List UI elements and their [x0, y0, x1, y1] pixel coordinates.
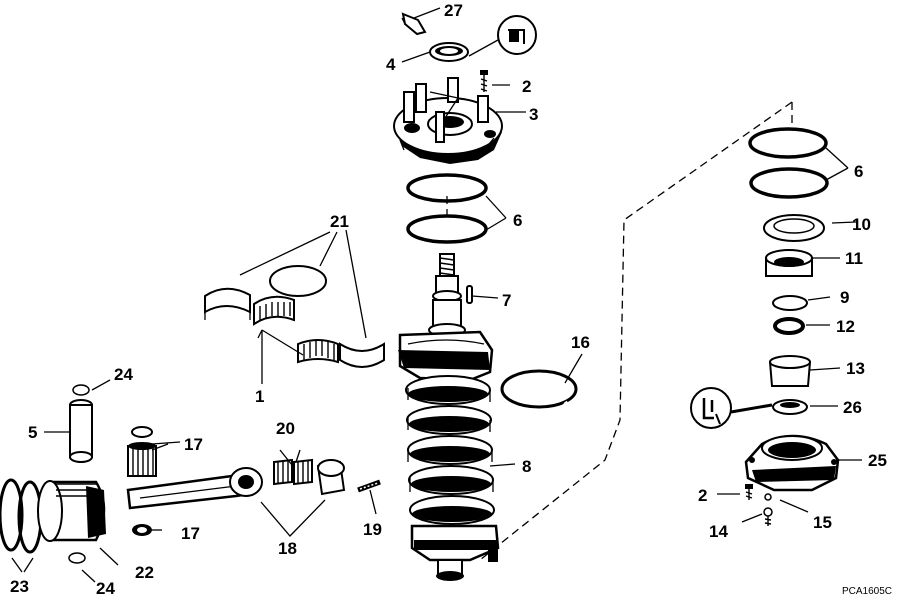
screw-part-2-bottom	[745, 484, 753, 500]
label-17-top: 17	[184, 435, 203, 454]
screw-part-2-top	[480, 70, 488, 92]
connecting-rod-part-18	[126, 459, 346, 510]
label-7: 7	[502, 291, 511, 310]
label-6-centre: 6	[513, 211, 522, 230]
o-ring-part-6-centre	[406, 173, 488, 244]
rod-screw-part-19	[357, 479, 381, 493]
rod-bearing-part-20	[273, 458, 313, 486]
needle-bearing-part-1	[253, 295, 339, 364]
upper-bearing-housing-part-3	[393, 77, 503, 164]
label-9: 9	[840, 288, 849, 307]
label-19: 19	[363, 520, 382, 539]
o-ring-part-12	[773, 317, 805, 335]
label-6-right: 6	[854, 162, 863, 181]
key-part-7	[466, 285, 473, 304]
screw-part-14	[763, 507, 773, 526]
crankshaft-part-8	[398, 253, 500, 581]
washer-part-15	[764, 493, 772, 501]
label-12: 12	[836, 317, 855, 336]
label-2-bottom: 2	[698, 486, 707, 505]
seal-retainer-part-10	[763, 214, 825, 242]
label-24-top: 24	[114, 365, 133, 384]
piston-rings-part-23	[0, 478, 43, 554]
label-22: 22	[135, 563, 154, 582]
label-15: 15	[813, 513, 832, 532]
label-24-bottom: 24	[96, 579, 115, 598]
retaining-ring-part-16	[500, 369, 578, 410]
bearing-liner-part-21	[204, 265, 385, 368]
label-13: 13	[846, 359, 865, 378]
callout-labels: 27 4 2 3 6 7 8 16 21 1 24 5 17 20 17 18 …	[10, 1, 892, 598]
seal-part-4	[429, 42, 469, 62]
leader-lines	[11, 7, 862, 583]
retaining-ring-part-9	[772, 295, 808, 311]
label-18: 18	[278, 539, 297, 558]
piston-part-22	[37, 480, 106, 542]
label-14: 14	[709, 522, 728, 541]
label-23: 23	[10, 577, 29, 596]
figure-code: PCA1605C	[842, 586, 892, 597]
lower-bearing-housing-part-25	[744, 434, 840, 492]
piston-pin-retainer-part-24-bottom	[68, 552, 86, 564]
assembly-guide-lines	[446, 101, 793, 561]
needle-bearing-part-17	[127, 426, 157, 536]
label-11: 11	[845, 249, 863, 268]
sleeve-part-13	[768, 355, 812, 387]
label-3: 3	[529, 105, 538, 124]
piston-pin-retainer-part-24-top	[72, 384, 90, 396]
label-5: 5	[28, 423, 37, 442]
label-20: 20	[276, 419, 295, 438]
sealer-detail-icon	[468, 15, 537, 57]
label-16: 16	[571, 333, 590, 352]
label-4: 4	[386, 55, 396, 74]
label-26: 26	[843, 398, 862, 417]
o-ring-part-6-right	[748, 127, 829, 199]
label-27: 27	[444, 1, 463, 20]
label-8: 8	[522, 457, 531, 476]
lubricant-detail-icon	[690, 387, 773, 429]
label-2-top: 2	[522, 77, 531, 96]
label-25: 25	[868, 451, 887, 470]
clip-part-27	[401, 12, 427, 36]
piston-pin-part-5	[69, 399, 93, 463]
seal-part-26	[772, 399, 808, 415]
label-1: 1	[255, 387, 264, 406]
label-21: 21	[330, 212, 349, 231]
ball-bearing-part-11	[765, 249, 813, 277]
label-10: 10	[852, 215, 871, 234]
label-17-bottom: 17	[181, 524, 200, 543]
